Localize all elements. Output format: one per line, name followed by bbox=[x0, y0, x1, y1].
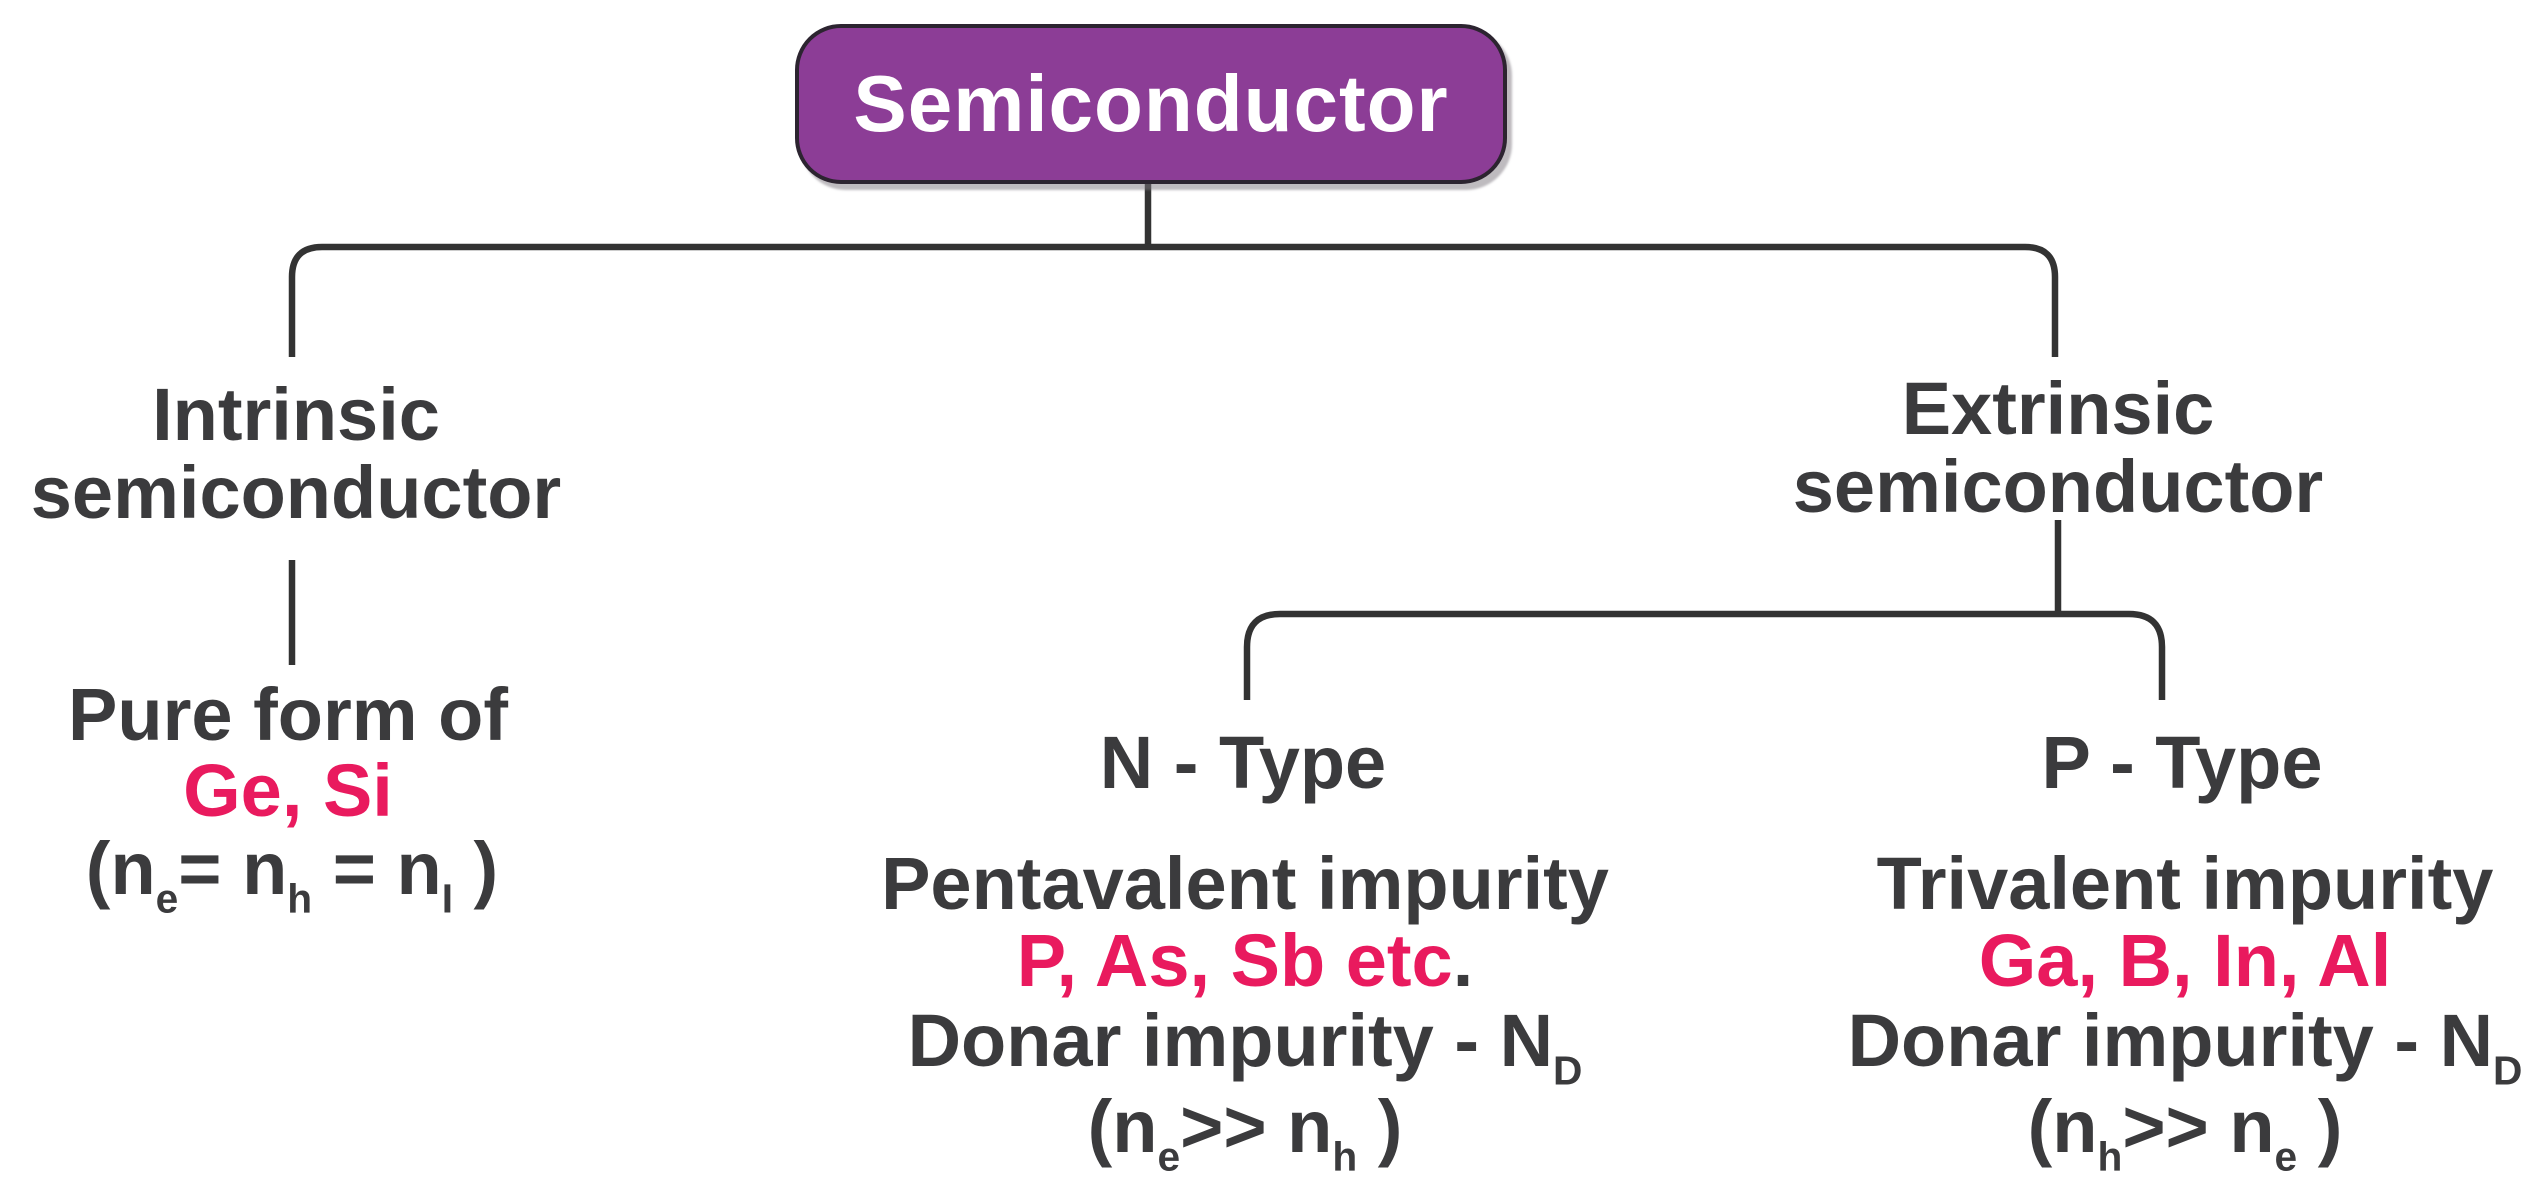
n-type-formula-sub-e: e bbox=[1157, 1133, 1181, 1180]
n-type-donor-sub-d: D bbox=[1553, 1047, 1583, 1094]
p-type-formula-sub-h: h bbox=[2097, 1133, 2123, 1180]
n-type-donor-line: Donar impurity - ND bbox=[907, 999, 1583, 1090]
n-type-formula: (ne>> nh ) bbox=[1087, 1085, 1403, 1176]
p-type-desc-elements: Ga, B, In, Al bbox=[1978, 919, 2392, 1002]
n-type-donor-text: Donar impurity - N bbox=[907, 999, 1554, 1082]
intrinsic-formula-sub-i: I bbox=[441, 875, 453, 922]
root-node-label: Semiconductor bbox=[853, 59, 1449, 148]
intrinsic-formula-sub-e: e bbox=[155, 875, 179, 922]
n-type-title: N - Type bbox=[1099, 721, 1387, 804]
intrinsic-formula-part: = n bbox=[178, 827, 288, 910]
p-type-title: P - Type bbox=[2041, 721, 2323, 804]
p-type-formula-sub-e: e bbox=[2274, 1133, 2298, 1180]
intrinsic-formula-sub-h: h bbox=[287, 875, 313, 922]
intrinsic-title-line1: Intrinsic bbox=[152, 373, 440, 456]
extrinsic-title: Extrinsic semiconductor bbox=[1792, 367, 2324, 529]
level1-bracket-line bbox=[288, 243, 2059, 357]
intrinsic-formula: (ne= nh = nI ) bbox=[85, 827, 499, 918]
intrinsic-title: Intrinsic semiconductor bbox=[30, 373, 562, 535]
n-type-formula-sub-h: h bbox=[1332, 1133, 1358, 1180]
intrinsic-title-line2: semiconductor bbox=[30, 451, 562, 535]
n-type-desc-line1: Pentavalent impurity bbox=[881, 842, 1609, 925]
n-type-formula-part: (n bbox=[1087, 1085, 1158, 1168]
level2-bracket-line bbox=[1243, 610, 2166, 700]
extrinsic-title-line2: semiconductor bbox=[1792, 445, 2324, 529]
intrinsic-formula-part: (n bbox=[85, 827, 156, 910]
n-type-formula-part: >> n bbox=[1180, 1085, 1333, 1168]
intrinsic-formula-part: ) bbox=[453, 827, 499, 910]
intrinsic-desc-elements: Ge, Si bbox=[183, 749, 393, 832]
p-type-desc-line1: Trivalent impurity bbox=[1876, 842, 2494, 925]
p-type-donor-sub-d: D bbox=[2493, 1047, 2523, 1094]
p-type-formula-part: >> n bbox=[2122, 1085, 2275, 1168]
n-type-elements-period: . bbox=[1452, 919, 1474, 1002]
p-type-donor-text: Donar impurity - N bbox=[1847, 999, 2494, 1082]
p-type-donor-line: Donar impurity - ND bbox=[1847, 999, 2523, 1090]
intrinsic-formula-part: = n bbox=[312, 827, 442, 910]
p-type-formula-part: ) bbox=[2297, 1085, 2343, 1168]
p-type-formula: (nh>> ne ) bbox=[2027, 1085, 2343, 1176]
n-type-formula-part: ) bbox=[1357, 1085, 1403, 1168]
p-type-elements-pink: Ga, B, In, Al bbox=[1978, 919, 2392, 1002]
p-type-formula-part: (n bbox=[2027, 1085, 2098, 1168]
intrinsic-desc-line1: Pure form of bbox=[68, 673, 508, 756]
n-type-desc-elements: P, As, Sb etc. bbox=[1016, 919, 1474, 1002]
n-type-elements-pink: P, As, Sb etc bbox=[1016, 919, 1453, 1002]
root-node-semiconductor: Semiconductor bbox=[795, 24, 1507, 184]
extrinsic-title-line1: Extrinsic bbox=[1901, 367, 2215, 450]
